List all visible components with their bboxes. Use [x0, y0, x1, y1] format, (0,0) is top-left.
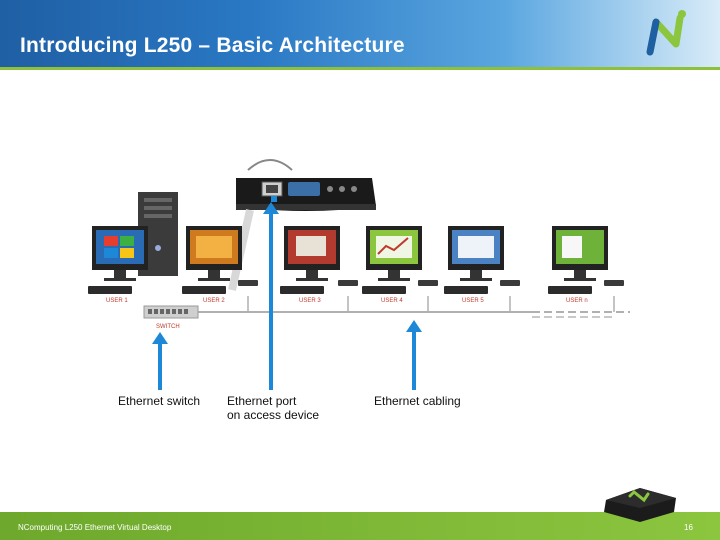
user-label: USER n: [566, 298, 588, 304]
access-device-icon: [236, 178, 376, 211]
caption-ethernet-switch: Ethernet switch: [113, 391, 206, 411]
access-device-icon: [604, 488, 676, 522]
signal-arc-icon: [247, 159, 293, 171]
user-label: USER 1: [106, 298, 128, 304]
title-underline: [0, 67, 720, 70]
switch-label: SWITCH: [156, 324, 180, 330]
user-label: USER 3: [299, 298, 321, 304]
user-label: USER 2: [203, 298, 225, 304]
keyboard-icon: [88, 286, 592, 294]
monitor-icon: [284, 226, 340, 281]
title-bar: [0, 0, 720, 70]
user-label: USER 4: [381, 298, 403, 304]
arrow-up-icon: [406, 320, 422, 390]
monitor-icon: [92, 226, 148, 281]
monitor-icon: [552, 226, 608, 281]
caption-ethernet-cabling: Ethernet cabling: [369, 391, 466, 411]
ncomputing-logo-icon: [646, 10, 686, 56]
arrow-up-icon: [152, 332, 168, 390]
monitor-icon: [366, 226, 422, 281]
mini-device-icon: [238, 280, 624, 286]
monitor-icon: [186, 226, 242, 281]
footer-text: NComputing L250 Ethernet Virtual Desktop: [18, 523, 172, 532]
footer-bar: [0, 512, 720, 540]
caption-ethernet-port: Ethernet port on access device: [222, 391, 325, 425]
monitor-icon: [448, 226, 504, 281]
slide-title: Introducing L250 – Basic Architecture: [20, 34, 405, 57]
page-number: 16: [684, 523, 693, 532]
arrow-up-icon: [263, 202, 279, 390]
user-label: USER 5: [462, 298, 484, 304]
ethernet-switch-icon: [143, 305, 199, 319]
